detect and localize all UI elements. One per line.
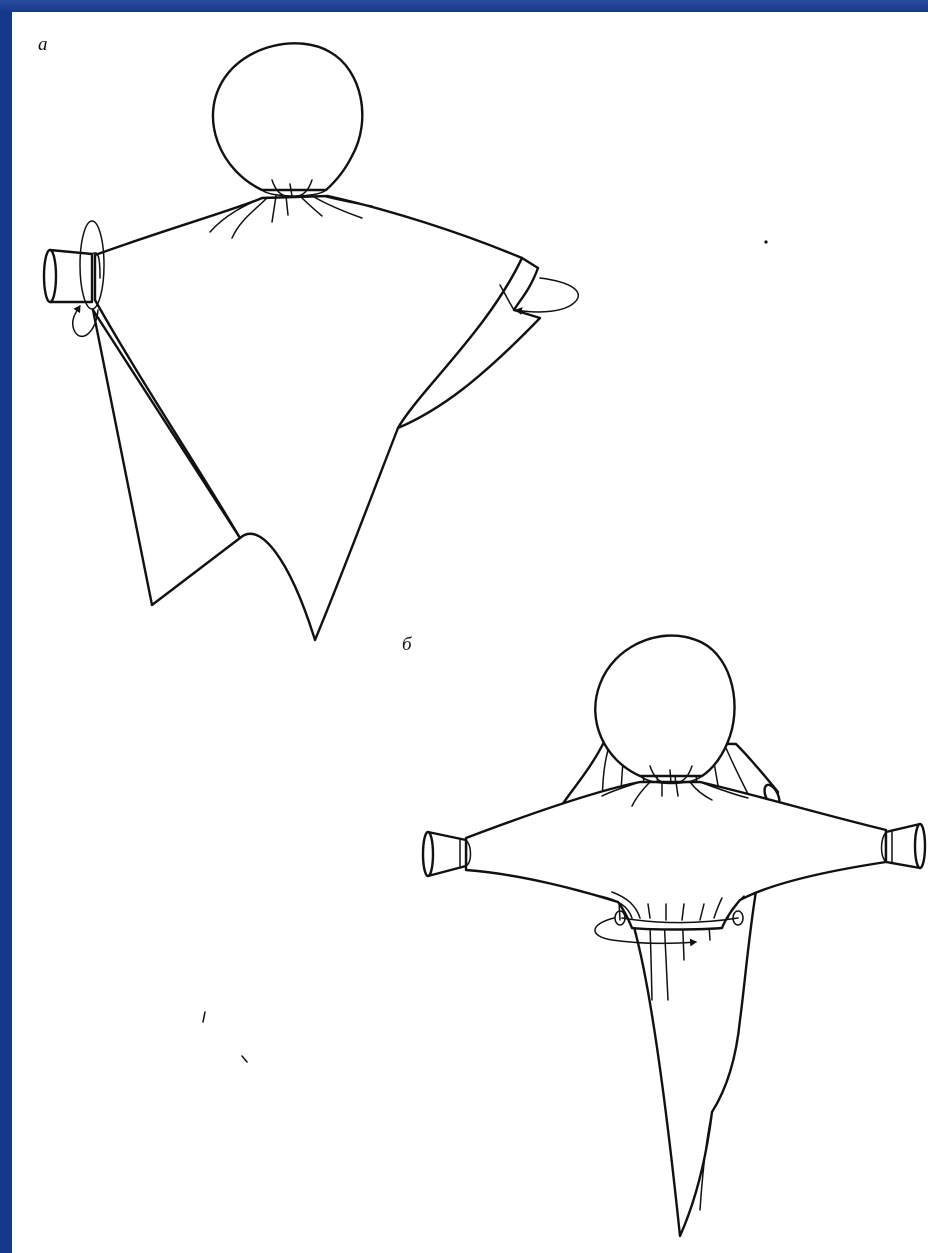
panel-b-right-hand (882, 824, 926, 868)
panel-b-body (466, 782, 886, 930)
panel-a: а (38, 34, 578, 640)
panel-a-head (213, 43, 362, 190)
panel-b: б (402, 634, 925, 1236)
panel-b-left-hand (423, 832, 471, 876)
panel-b-head (595, 636, 734, 776)
panel-a-label: а (38, 34, 48, 55)
panel-b-label: б (402, 634, 413, 655)
